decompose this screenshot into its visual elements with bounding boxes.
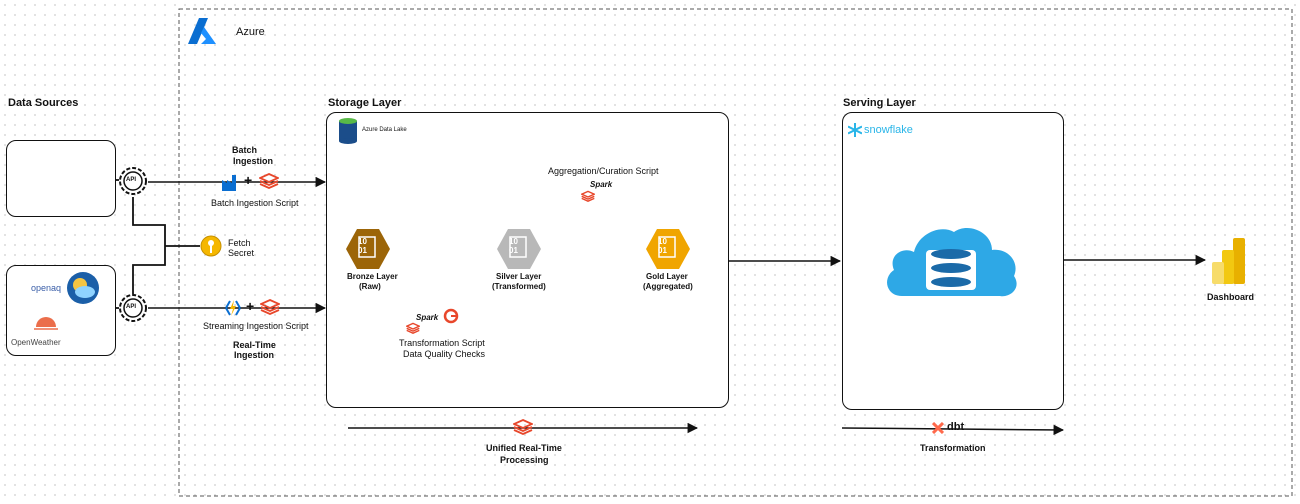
azure-functions-icon xyxy=(225,300,241,316)
api-label-top: API xyxy=(126,177,137,183)
api-label-bottom: API xyxy=(126,304,137,310)
databricks-icon-4 xyxy=(406,322,420,334)
gold-layer-icon xyxy=(646,229,690,269)
bronze-layer-sub: (Raw) xyxy=(359,282,381,291)
stream-script-label: Streaming Ingestion Script xyxy=(203,321,309,331)
silver-hex-text-2: 01 xyxy=(509,246,518,255)
power-bi-icon xyxy=(1212,238,1245,284)
openaq-logo: openaq xyxy=(31,283,62,293)
dbt-arrow xyxy=(841,424,1065,436)
databricks-icon xyxy=(259,173,279,189)
great-expectations-icon xyxy=(443,308,459,324)
dbt-icon xyxy=(932,422,944,434)
data-lake-label: Azure Data Lake xyxy=(362,127,407,133)
databricks-icon-5 xyxy=(513,419,533,435)
databricks-icon-3 xyxy=(581,190,595,202)
gold-hex-text-2: 01 xyxy=(658,246,667,255)
api-gear-icon-top xyxy=(119,167,147,195)
api-gear-icon-bottom xyxy=(119,294,147,322)
snowflake-cloud-icon xyxy=(887,228,1017,297)
aggregation-script-label: Aggregation/Curation Script xyxy=(548,166,659,176)
bronze-layer-icon xyxy=(346,229,390,269)
gold-hex-text-1: 10 xyxy=(658,237,667,246)
api-link-line xyxy=(132,197,166,294)
bronze-hex-text-2: 01 xyxy=(358,246,367,255)
silver-layer-label: Silver Layer xyxy=(496,272,542,281)
batch-title-1: Batch xyxy=(232,145,258,155)
snowflake-logo: snowflake xyxy=(864,124,913,136)
openweather-label: OpenWeather xyxy=(11,338,61,347)
data-sources-title: Data Sources xyxy=(8,97,79,109)
realtime-title-1: Real-Time xyxy=(233,340,276,350)
realtime-title-2: Ingestion xyxy=(234,350,274,360)
source-box-top xyxy=(6,140,116,217)
transformation-label: Transformation xyxy=(920,443,986,453)
data-lake-icon xyxy=(339,118,357,144)
plus-sign: + xyxy=(244,172,253,188)
key-vault-icon xyxy=(200,235,222,257)
bronze-hex-text-1: 10 xyxy=(358,237,367,246)
dashboard-label: Dashboard xyxy=(1207,292,1255,302)
openweather-icon xyxy=(34,317,58,330)
databricks-icon-2 xyxy=(260,299,280,315)
bronze-layer-label: Bronze Layer xyxy=(347,272,398,281)
dbt-logo: dbt xyxy=(947,421,965,433)
azure-boundary xyxy=(178,8,1293,497)
batch-script-label: Batch Ingestion Script xyxy=(211,198,299,208)
silver-hex-text-1: 10 xyxy=(509,237,518,246)
unified-label-2: Processing xyxy=(500,455,549,465)
gold-layer-label: Gold Layer xyxy=(646,272,688,281)
unified-label-1: Unified Real-Time xyxy=(486,443,562,453)
data-factory-icon xyxy=(222,175,236,191)
source-box-bottom: openaq OpenWeather xyxy=(6,265,116,356)
gold-layer-sub: (Aggregated) xyxy=(643,282,693,291)
storage-layer-title: Storage Layer xyxy=(328,97,402,109)
spark-logo-1: Spark xyxy=(590,180,613,189)
silver-layer-icon xyxy=(497,229,541,269)
data-quality-label: Data Quality Checks xyxy=(403,349,486,359)
batch-title-2: Ingestion xyxy=(233,156,273,166)
snowflake-icon xyxy=(848,123,862,137)
plus-sign-2: + xyxy=(246,298,255,314)
azure-logo-icon xyxy=(188,18,216,44)
fetch-secret-label-2: Secret xyxy=(228,248,255,258)
spark-logo-2: Spark xyxy=(416,313,439,322)
transformation-script-label: Transformation Script xyxy=(399,338,485,348)
azure-label: Azure xyxy=(236,26,265,38)
silver-layer-sub: (Transformed) xyxy=(492,282,546,291)
serving-layer-title: Serving Layer xyxy=(843,97,916,109)
weather-app-icon xyxy=(67,272,99,304)
fetch-secret-label-1: Fetch xyxy=(228,238,251,248)
